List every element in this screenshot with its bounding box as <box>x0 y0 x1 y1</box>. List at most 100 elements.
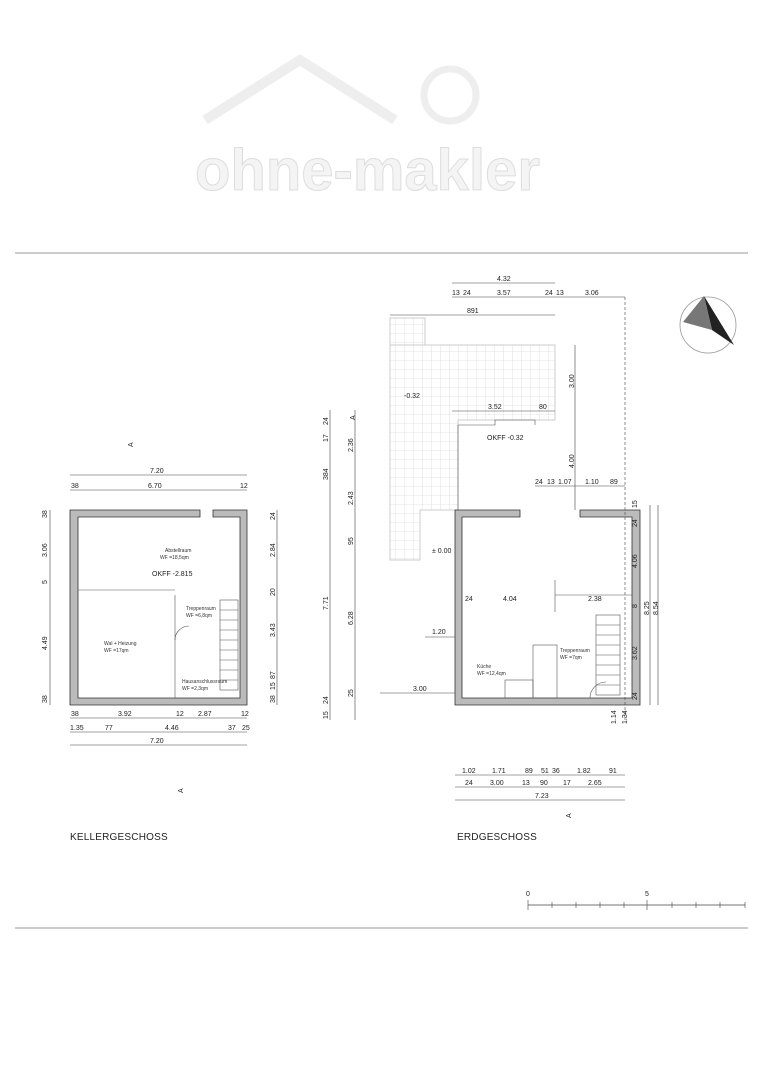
keller-left-dims: 38 3.06 5 4.49 38 <box>42 510 49 703</box>
dim-label: 91 <box>609 768 617 775</box>
dim-label: 24 <box>323 417 330 425</box>
scale-bar: 0 5 <box>526 891 746 910</box>
level-mark: ± 0.00 <box>432 548 452 555</box>
dim-label: 384 <box>323 468 330 480</box>
dim-label: 1.71 <box>492 768 506 775</box>
dim-label: 87 <box>270 671 277 679</box>
plan-title-keller: KELLERGESCHOSS <box>70 832 168 843</box>
dim-label: 4.06 <box>632 554 639 568</box>
dim-label: 24 <box>465 596 473 603</box>
dim-label: 1.14 <box>611 710 618 724</box>
dim-label: 38 <box>270 695 277 703</box>
erd-vertical-dims: 3.00 4.00 15 24 4.06 8 3.62 24 8.25 8.54… <box>569 374 660 724</box>
dim-label: 3.57 <box>497 290 511 297</box>
dim-label: 8 <box>632 604 639 608</box>
section-markers: A A A A <box>128 415 573 818</box>
dim-label: 15 <box>323 711 330 719</box>
dim-label: 13 <box>522 780 530 787</box>
dim-label: 3.00 <box>413 686 427 693</box>
dim-label: 77 <box>105 725 113 732</box>
dim-label: 15 <box>632 500 639 508</box>
dim-label: 1.10 <box>585 479 599 486</box>
dim-label: 5 <box>42 580 49 584</box>
dim-label: 17 <box>323 434 330 442</box>
section-marker: A <box>566 813 573 818</box>
scale-label: 0 <box>526 891 530 898</box>
plan-title-erd: ERDGESCHOSS <box>457 832 537 843</box>
erd-partition <box>554 580 632 612</box>
dim-label: 12 <box>176 711 184 718</box>
dim-label: 3.52 <box>488 404 502 411</box>
dim-label: 8.54 <box>653 601 660 615</box>
door-swing-icon <box>589 681 607 699</box>
dim-label: 4.00 <box>569 454 576 468</box>
dim-label: 3.06 <box>585 290 599 297</box>
room-name: Abstellraum <box>165 548 191 554</box>
dim-label: 7.23 <box>535 793 549 800</box>
room-area: WF =18,5qm <box>160 555 189 561</box>
dim-label: 7.20 <box>150 468 164 475</box>
level-mark: -0.32 <box>404 393 420 400</box>
dim-label: 1.35 <box>70 725 84 732</box>
erd-bottom-dims: 1.02 1.71 89 51 36 1.82 91 24 3.00 13 90… <box>462 768 617 800</box>
dim-label: 24 <box>632 692 639 700</box>
wc-block <box>532 644 558 699</box>
dim-label: 891 <box>467 308 479 315</box>
erd-top-dims: 4.32 13 24 3.57 24 13 3.06 891 3.52 80 2… <box>452 276 618 486</box>
dim-label: 25 <box>242 725 250 732</box>
dim-label: 6.28 <box>348 611 355 625</box>
dim-label: 38 <box>42 695 49 703</box>
dim-label: 13 <box>556 290 564 297</box>
room-name: Treppenraum <box>186 606 216 612</box>
section-marker: A <box>350 415 357 420</box>
dim-label: 17 <box>563 780 571 787</box>
dim-label: 4.32 <box>497 276 511 283</box>
terrace-outline <box>457 419 536 510</box>
dim-label: 24 <box>535 479 543 486</box>
room-area: WF =2,3qm <box>182 686 208 692</box>
dim-label: 25 <box>348 689 355 697</box>
door-swing-icon <box>174 625 190 641</box>
room-name: Hausanschlussraum <box>182 679 227 685</box>
dim-label: 7.71 <box>323 596 330 610</box>
dim-label: 24 <box>465 780 473 787</box>
stair-treads <box>220 609 238 681</box>
level-mark: OKFF -0.32 <box>487 435 524 442</box>
terrace-paving <box>389 344 556 561</box>
dim-label: 2.65 <box>588 780 602 787</box>
dim-label: 24 <box>270 512 277 520</box>
keller-right-dims: 24 2.84 20 3.43 87 15 38 <box>270 512 277 703</box>
room-name: Treppenraum <box>560 648 590 654</box>
dim-label: 1.34 <box>622 710 629 724</box>
dim-label: 2.43 <box>348 491 355 505</box>
watermark-text: ohne-makler <box>195 138 540 203</box>
dim-label: 37 <box>228 725 236 732</box>
erd-outer-walls <box>454 509 641 706</box>
dim-label: 38 <box>71 711 79 718</box>
scale-label: 5 <box>645 891 649 898</box>
keller-plan: Abstellraum WF =18,5qm Treppenraum WF =6… <box>42 410 356 843</box>
dim-label: 51 <box>541 768 549 775</box>
dim-label: 3.00 <box>569 374 576 388</box>
dim-label: 4.46 <box>165 725 179 732</box>
room-name: Küche <box>477 664 491 670</box>
dim-label: 13 <box>452 290 460 297</box>
north-arrow-icon <box>679 296 737 354</box>
dim-label: 3.06 <box>42 543 49 557</box>
room-area: WF =6,8qm <box>186 613 212 619</box>
dim-label: 13 <box>547 479 555 486</box>
dim-label: 1.07 <box>558 479 572 486</box>
erd-inner-dims: 24 4.04 2.38 1.20 3.00 <box>413 596 602 693</box>
dim-label: 20 <box>270 588 277 596</box>
dim-label: 4.49 <box>42 636 49 650</box>
erd-plan: Küche WF =12,4qm Treppenraum WF =7qm -0.… <box>380 276 660 843</box>
kitchen-counter <box>504 679 534 699</box>
dim-label: 8.25 <box>644 601 651 615</box>
dim-label: 24 <box>463 290 471 297</box>
dim-label: 2.84 <box>270 543 277 557</box>
section-marker: A <box>128 442 135 447</box>
dim-label: 3.92 <box>118 711 132 718</box>
dim-label: 1.20 <box>432 629 446 636</box>
dim-label: 15 <box>270 682 277 690</box>
